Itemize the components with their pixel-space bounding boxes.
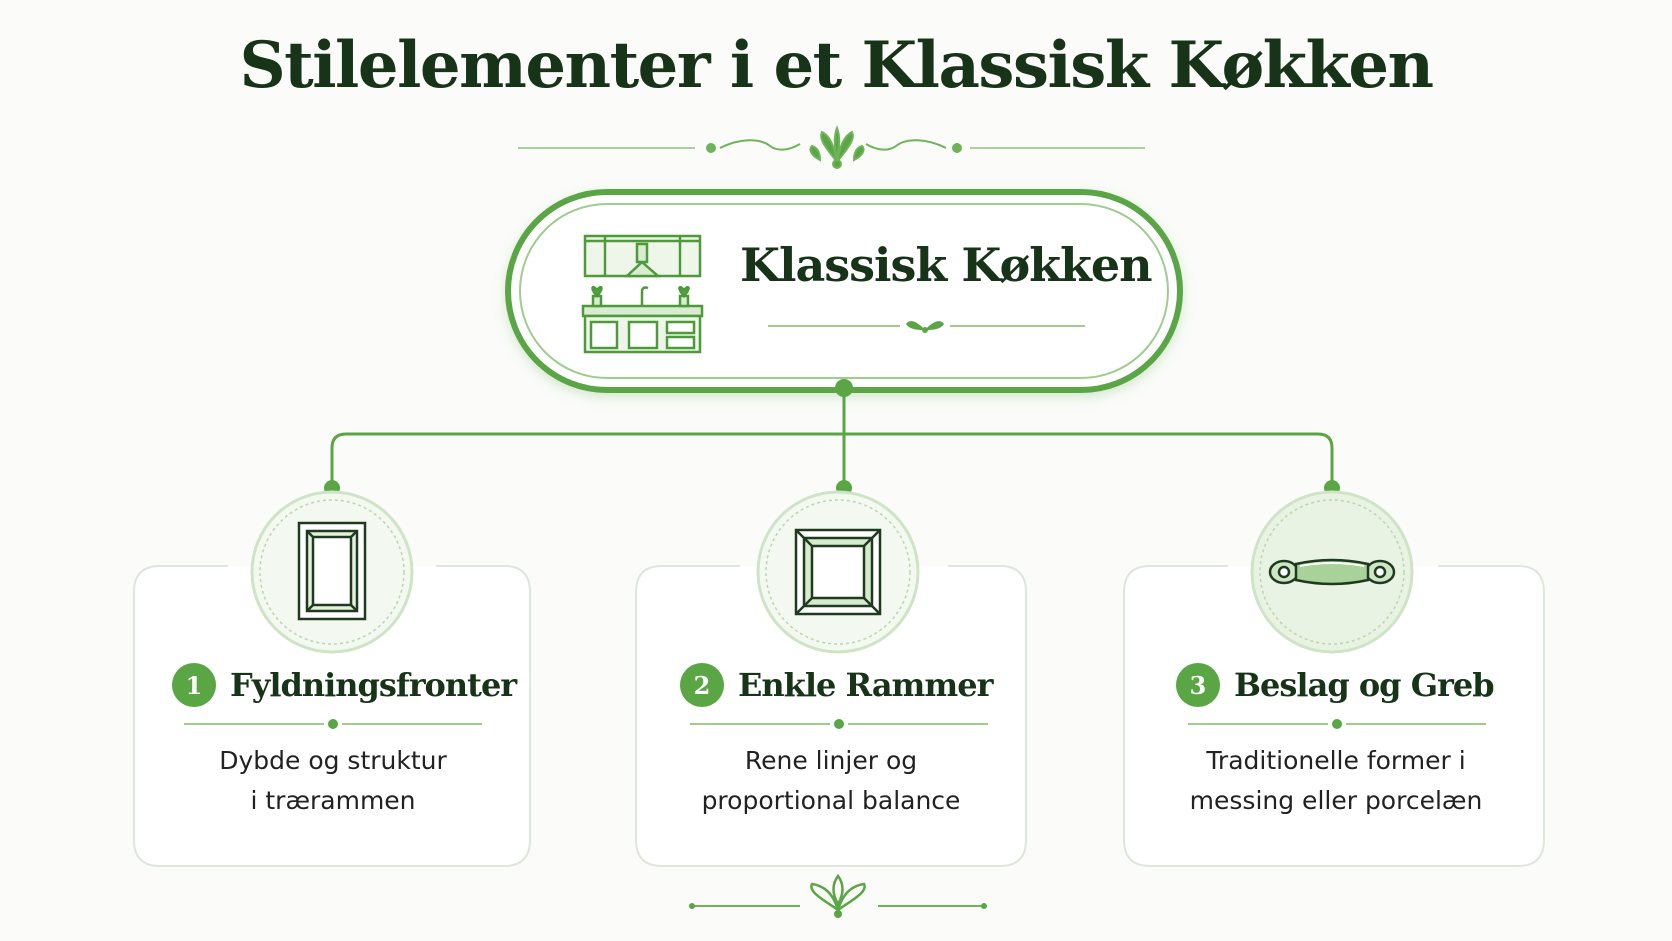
square-frame-icon	[794, 528, 882, 616]
card-2-number-badge: 2	[680, 663, 724, 707]
card-2-description: Rene linjer og proportional balance	[656, 741, 1006, 821]
card-1-desc-line-1: Dybde og struktur	[219, 746, 447, 775]
card-3-desc-line-1: Traditionelle former i	[1206, 746, 1466, 775]
card-2-heading: 2 Enkle Rammer	[680, 660, 993, 710]
card-3-title: Beslag og Greb	[1234, 666, 1495, 704]
hub-label: Klassisk Køkken	[740, 238, 1153, 292]
panel-door-icon	[297, 521, 367, 621]
card-3-desc-line-2: messing eller porcelæn	[1189, 786, 1483, 815]
card-3	[1123, 565, 1545, 867]
card-1-desc-line-2: i trærammen	[250, 786, 416, 815]
connector-dots	[324, 379, 1340, 496]
card-2	[635, 565, 1027, 867]
title-ornament	[518, 125, 1145, 169]
card-2-title: Enkle Rammer	[738, 666, 993, 704]
connector-lines	[330, 388, 1334, 488]
bottom-ornament	[689, 873, 987, 918]
card-1-title: Fyldningsfronter	[230, 666, 517, 704]
card-1	[133, 565, 531, 867]
page-title: Stilelementer i et Klassisk Køkken	[239, 28, 1434, 103]
card-1-heading: 1 Fyldningsfronter	[172, 660, 517, 710]
card-3-number-badge: 3	[1176, 663, 1220, 707]
card-1-number-badge: 1	[172, 663, 216, 707]
card-3-description: Traditionelle former i messing eller por…	[1146, 741, 1526, 821]
card-2-desc-line-2: proportional balance	[701, 786, 961, 815]
card-1-description: Dybde og struktur i trærammen	[160, 741, 506, 821]
card-3-heading: 3 Beslag og Greb	[1176, 660, 1495, 710]
card-2-desc-line-1: Rene linjer og	[744, 746, 918, 775]
handle-icon	[1268, 558, 1396, 586]
kitchen-icon	[581, 234, 704, 354]
